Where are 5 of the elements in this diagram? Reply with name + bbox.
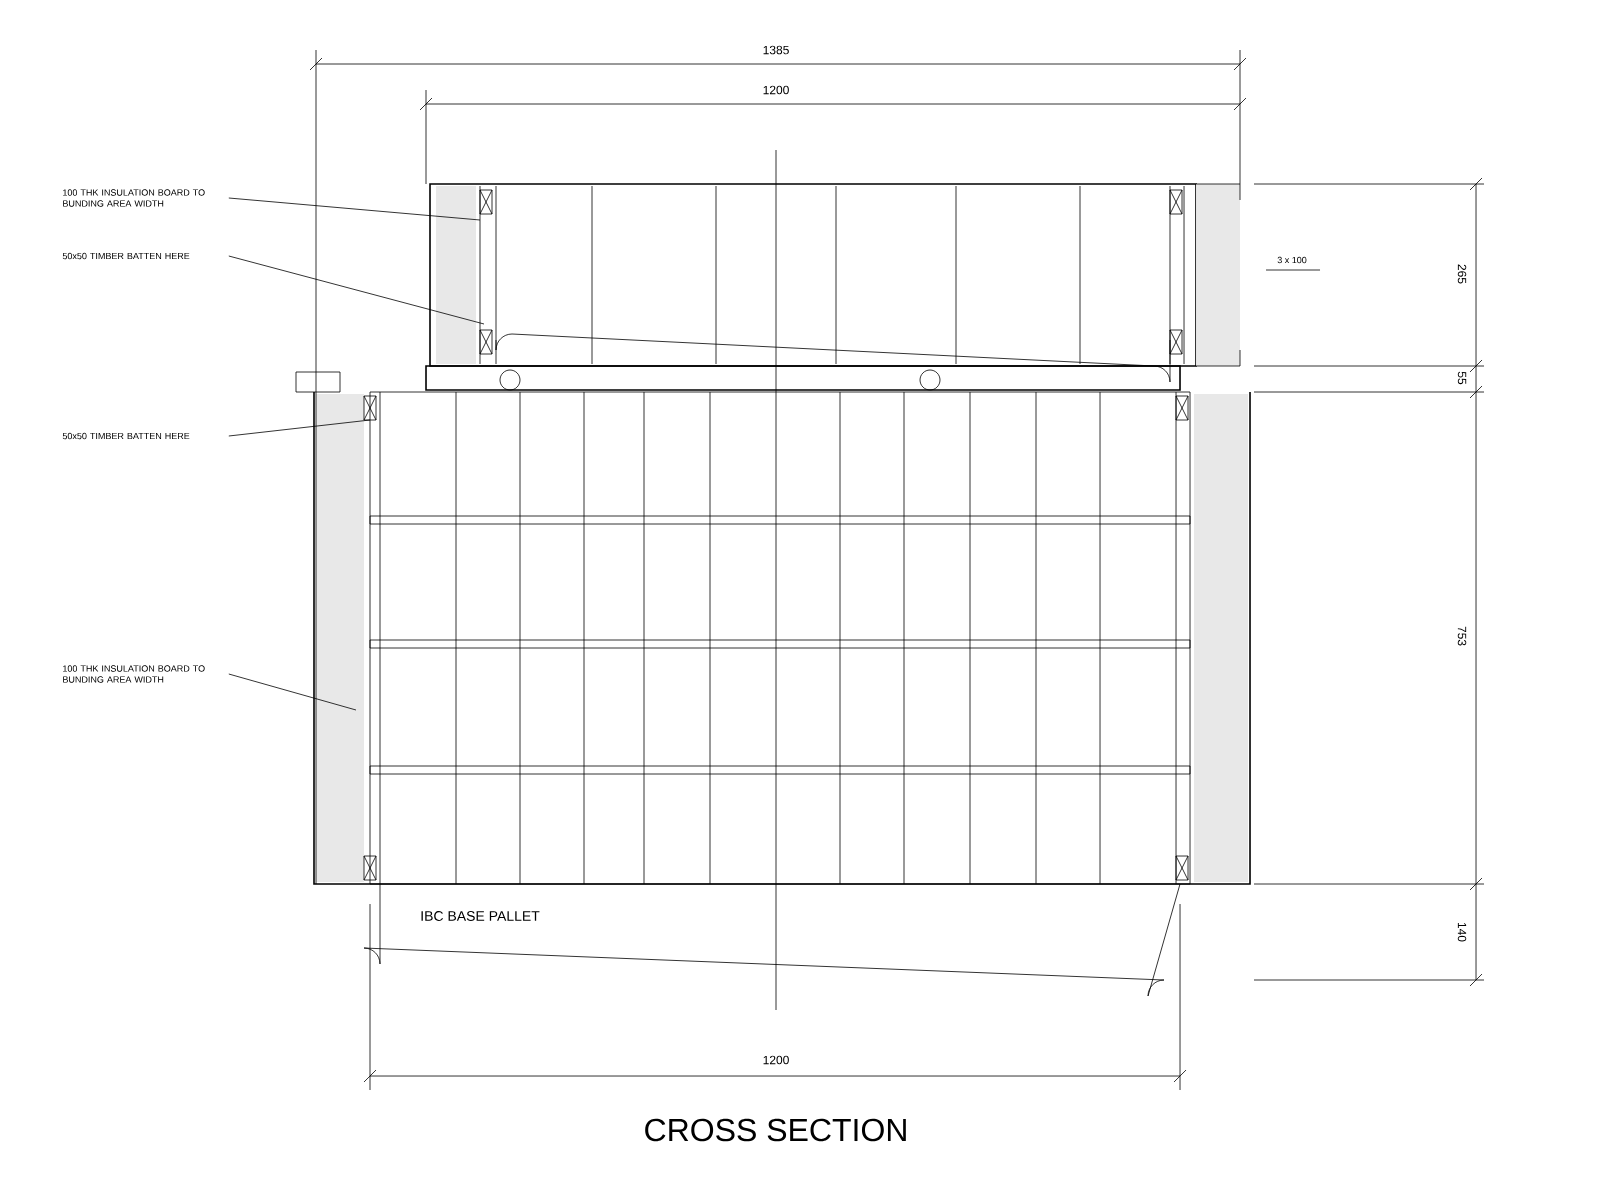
leader-line <box>228 197 481 221</box>
leader-line <box>228 255 485 325</box>
title: CROSS SECTION <box>645 1118 906 1142</box>
leader-line <box>228 419 371 437</box>
leader-line <box>228 673 357 711</box>
